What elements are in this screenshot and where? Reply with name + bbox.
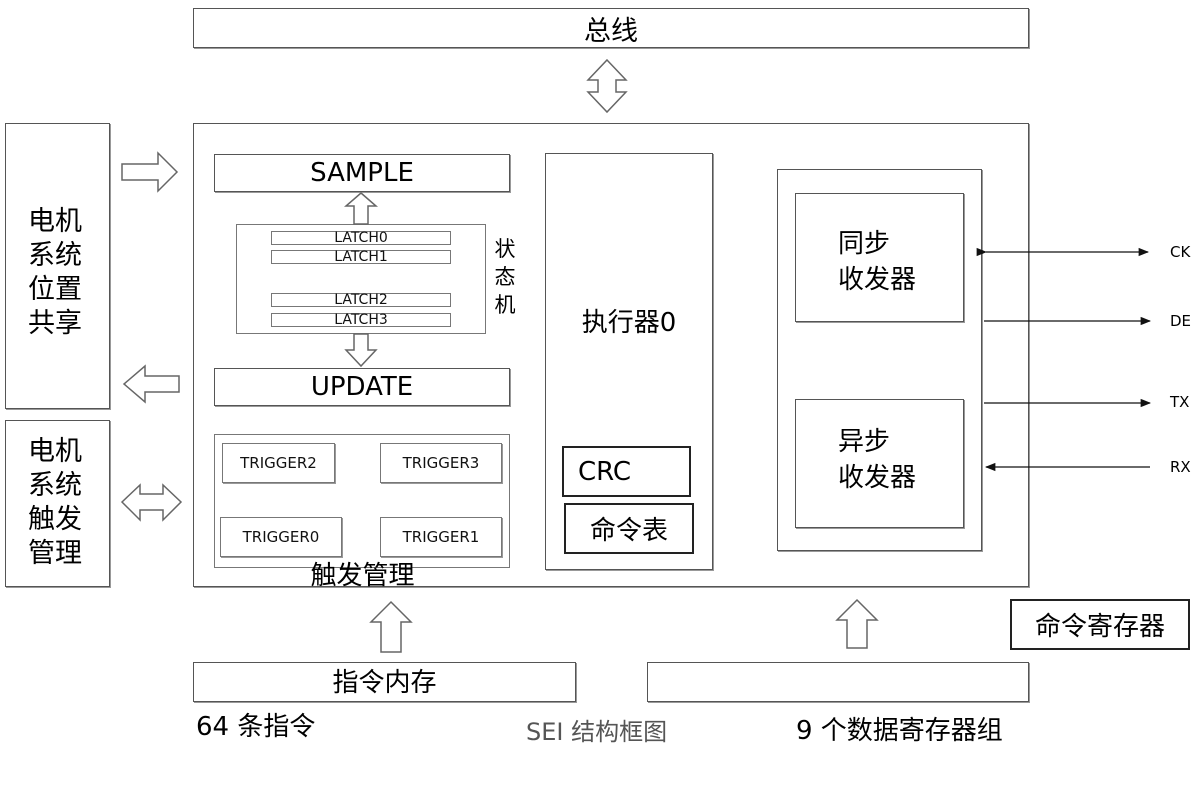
command-table-box: 命令表 [564, 503, 694, 554]
position-share-out-arrow [122, 364, 180, 404]
trigger-block-label: 触发管理 [310, 560, 415, 591]
signal-tx: TX [1170, 393, 1190, 411]
command-register-box: 命令寄存器 [1010, 599, 1190, 650]
async-transceiver-label: 异步 收发器 [838, 427, 917, 493]
trigger0: TRIGGER0 [220, 517, 342, 557]
bus-bar [193, 8, 1029, 48]
sample-label: SAMPLE [310, 158, 414, 188]
signal-rx: RX [1170, 458, 1191, 476]
trigger-mgmt-block [5, 420, 110, 587]
data-registers-bar [647, 662, 1029, 702]
signal-ck: CK [1170, 243, 1191, 261]
instruction-memory-up-arrow [369, 600, 413, 653]
trigger3: TRIGGER3 [380, 443, 502, 483]
position-share-in-arrow [121, 151, 179, 193]
sample-box [214, 154, 510, 192]
trigger-mgmt-label: 电机 系统 触发 管理 [28, 436, 82, 569]
instruction-memory-bar [193, 662, 576, 702]
crc-box: CRC [562, 446, 691, 497]
instruction-memory-caption: 64 条指令 [196, 712, 316, 742]
latch2: LATCH2 [271, 292, 451, 308]
latch0: LATCH0 [271, 230, 451, 246]
state-machine-label: 状 态 机 [494, 237, 516, 317]
bus-double-arrow [586, 58, 628, 114]
data-registers-up-arrow [835, 598, 879, 649]
position-share-block [5, 123, 110, 409]
executor-label: 执行器0 [581, 307, 677, 338]
trigger-mgmt-double-arrow [120, 483, 183, 522]
bus-label: 总线 [584, 15, 638, 47]
latch3: LATCH3 [271, 312, 451, 328]
data-registers-caption: 9 个数据寄存器组 [796, 716, 1003, 746]
async-transceiver-box [795, 399, 964, 528]
trigger1: TRIGGER1 [380, 517, 502, 557]
signal-de: DE [1170, 312, 1192, 330]
executor-box [545, 153, 713, 570]
figure-caption: SEI 结构框图 [526, 718, 668, 746]
trigger2: TRIGGER2 [222, 443, 335, 483]
sync-transceiver-label: 同步 收发器 [838, 229, 917, 295]
latch1: LATCH1 [271, 249, 451, 265]
sync-transceiver-box [795, 193, 964, 322]
instruction-memory-label: 指令内存 [332, 667, 437, 698]
position-share-label: 电机 系统 位置 共享 [28, 206, 82, 339]
update-label: UPDATE [310, 372, 414, 402]
update-box [214, 368, 510, 406]
